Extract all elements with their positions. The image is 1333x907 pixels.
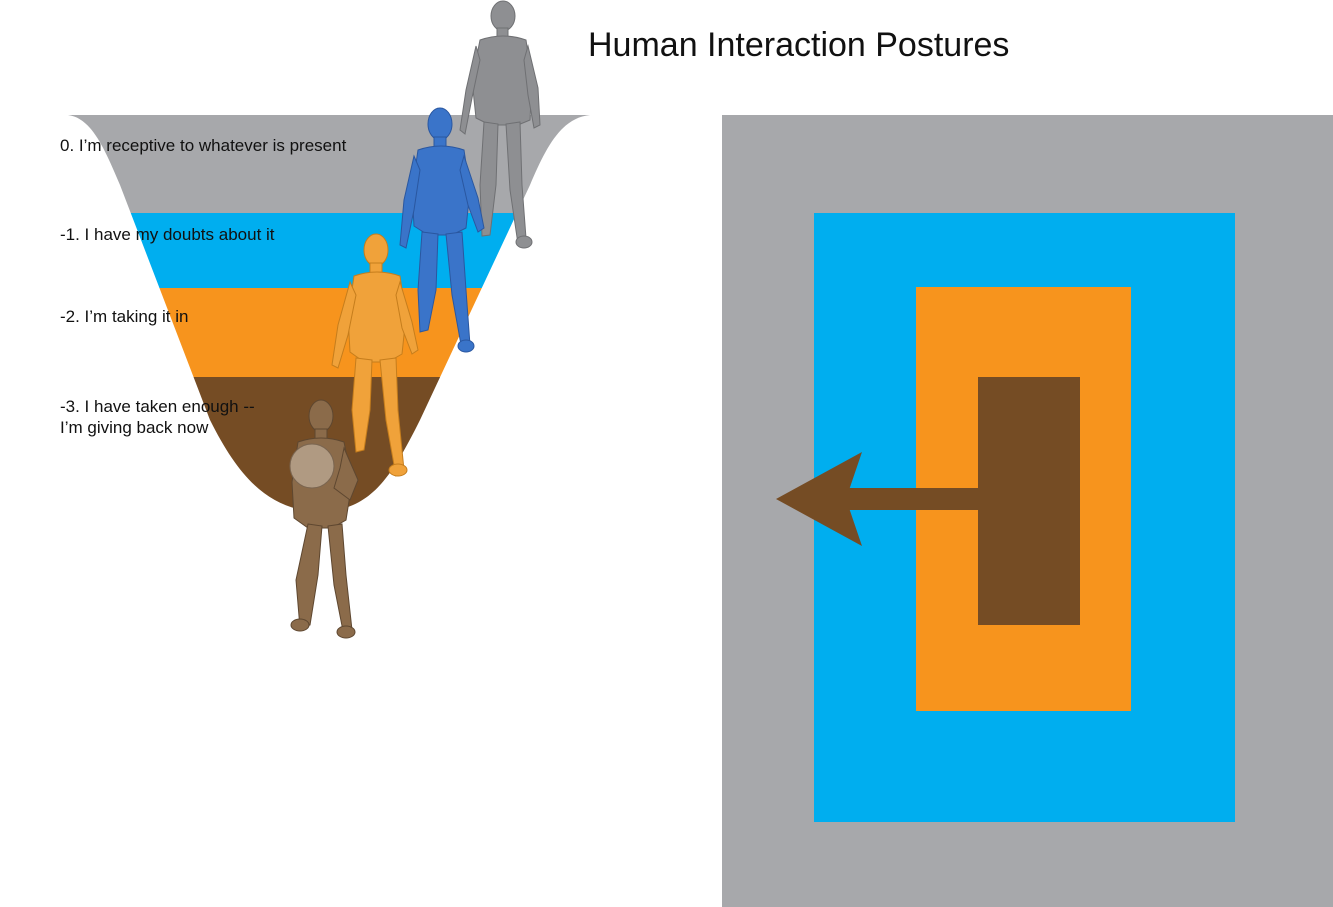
ball-icon — [289, 443, 335, 489]
orange-figure-icon — [331, 233, 419, 477]
inner-zone-level-3 — [978, 377, 1080, 625]
page-title: Human Interaction Postures — [588, 26, 1010, 64]
blue-figure-icon — [399, 107, 485, 353]
funnel-band-level-0 — [68, 115, 590, 213]
left-arrow-icon — [776, 452, 980, 546]
gray-figure-icon — [459, 0, 541, 249]
level-3-label-line1: -3. I have taken enough -- — [60, 397, 255, 416]
level-3-label-line2: I’m giving back now — [60, 418, 209, 437]
level-2-label: -2. I’m taking it in — [60, 307, 189, 326]
level-1-label: -1. I have my doubts about it — [60, 225, 275, 244]
level-3-label: -3. I have taken enough -- I’m giving ba… — [60, 396, 255, 438]
level-0-label: 0. I’m receptive to whatever is present — [60, 136, 347, 155]
